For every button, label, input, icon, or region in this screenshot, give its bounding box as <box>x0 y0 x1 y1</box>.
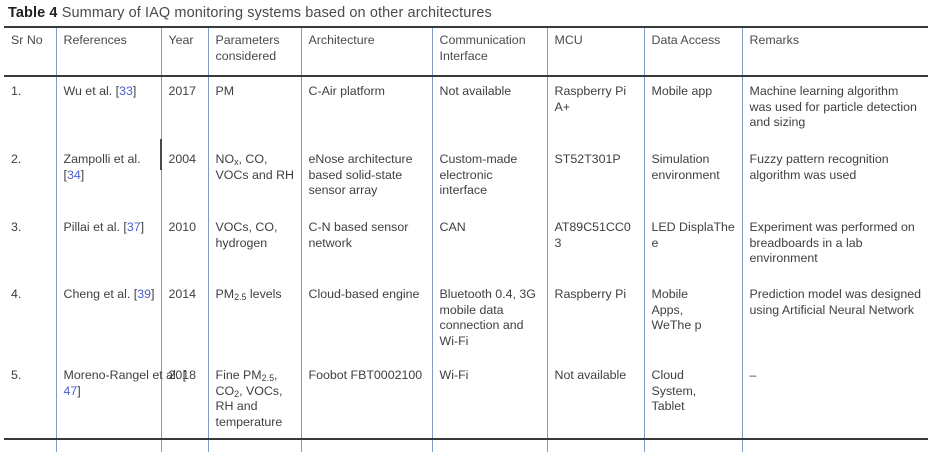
cell-references: Zampolli et al. [34] <box>55 145 161 213</box>
reference-bracket-close: ] <box>140 220 145 234</box>
reference-bracket-close: ] <box>80 167 85 182</box>
table-row: 2. Zampolli et al. [34] 2004 NOx, CO,VOC… <box>4 145 928 213</box>
cell-remarks: Machine learning algorithm was used for … <box>741 76 928 145</box>
cell-references: Wu et al. [33] <box>55 76 161 145</box>
cell-year: 2004 <box>160 145 208 213</box>
table-row: 4. Cheng et al. [39] 2014 PM2.5 levels C… <box>4 280 928 361</box>
table-row: 1. Wu et al. [33] 2017 PM C-Air platform… <box>4 76 928 145</box>
table-body: 1. Wu et al. [33] 2017 PM C-Air platform… <box>4 76 928 452</box>
cell-mcu: ST52T301P <box>546 145 644 213</box>
reference-bracket-close: ] <box>132 84 137 98</box>
table-caption-text: Summary of IAQ monitoring systems based … <box>61 5 492 21</box>
text-cursor-caret <box>160 139 162 170</box>
cell-year: 2018 <box>160 361 208 440</box>
cell-communication-interface: Not available <box>431 76 547 145</box>
cell-partial <box>741 439 928 452</box>
cell-references: Pillai et al. [37] <box>55 213 161 280</box>
cell-remarks: Prediction model was designed using Arti… <box>741 280 928 361</box>
cell-parameters: NOx, CO,VOCs and RH <box>207 145 301 213</box>
cell-parameters: VOCs, CO, hydrogen <box>207 213 301 280</box>
cell-architecture: eNose architecture based solid-state sen… <box>300 145 432 213</box>
table-row: 3. Pillai et al. [37] 2010 VOCs, CO, hyd… <box>4 213 928 280</box>
reference-author: Pillai et al. [ <box>63 220 127 234</box>
reference-bracket-close: ] <box>151 287 155 301</box>
cell-partial <box>643 439 742 452</box>
column-header-references: References <box>55 26 161 77</box>
cell-sr-no: 1. <box>11 84 22 98</box>
cell-sr-no: 2. <box>11 152 22 166</box>
table-header: Sr No References Year Parameters conside… <box>4 26 928 77</box>
reference-author: Wu et al. [ <box>63 84 120 98</box>
column-header-year: Year <box>160 26 208 77</box>
cell-parameters: PM2.5 levels <box>207 280 301 361</box>
cell-references: Moreno-Rangel et al. [47] <box>55 361 186 440</box>
column-header-sr-no: Sr No <box>4 26 56 77</box>
cell-sr-no: 4. <box>11 287 22 301</box>
cell-sr-no: 5. <box>4 361 56 440</box>
reference-author: Moreno-Rangel et al. [ <box>63 368 187 382</box>
reference-author: Zampolli et al. [ <box>63 152 141 182</box>
reference-number[interactable]: 39 <box>137 287 151 301</box>
iaq-summary-table: Sr No References Year Parameters conside… <box>4 26 928 452</box>
reference-bracket-close: ] <box>77 383 81 398</box>
column-header-communication-interface: Communication Interface <box>431 26 547 77</box>
cell-mcu: AT89C51CC03 <box>546 213 644 280</box>
cell-mcu: Raspberry Pi <box>546 280 644 361</box>
cell-communication-interface: Bluetooth 0.4, 3G mobile data connection… <box>431 280 547 361</box>
cell-partial <box>55 439 161 452</box>
table-caption: Table 4 Summary of IAQ monitoring system… <box>4 0 928 26</box>
cell-remarks: Fuzzy pattern recognition algorithm was … <box>741 145 928 213</box>
cell-references: Cheng et al. [39] <box>55 280 161 361</box>
cell-year: 2014 <box>160 280 208 361</box>
column-header-parameters-considered: Parameters considered <box>207 26 301 77</box>
column-header-remarks: Remarks <box>741 26 928 77</box>
column-header-architecture: Architecture <box>300 26 432 77</box>
reference-number[interactable]: 34 <box>66 167 81 182</box>
cell-data-access: Mobile app <box>643 76 742 145</box>
cell-partial <box>431 439 547 452</box>
cell-partial <box>4 439 56 452</box>
cell-mcu: Raspberry Pi A+ <box>546 76 644 145</box>
cell-partial <box>207 439 301 452</box>
reference-number[interactable]: 37 <box>126 220 141 234</box>
cell-remarks: Experiment was performed on breadboards … <box>741 213 928 280</box>
cell-year: 2010 <box>160 213 208 280</box>
table-row-partial-below <box>4 439 928 452</box>
table-header-row: Sr No References Year Parameters conside… <box>4 26 928 77</box>
column-header-mcu: MCU <box>546 26 644 77</box>
cell-partial <box>160 439 208 452</box>
cell-architecture: Foobot FBT0002100 <box>300 361 432 440</box>
reference-author: Cheng et al. [ <box>63 287 138 301</box>
cell-communication-interface: CAN <box>431 213 547 280</box>
cell-data-access: LED DisplaThe e <box>643 213 742 280</box>
cell-architecture: C-N based sensor network <box>300 213 432 280</box>
cell-year: 2017 <box>160 76 208 145</box>
reference-number[interactable]: 47 <box>63 383 78 398</box>
column-header-data-access: Data Access <box>643 26 742 77</box>
cell-architecture: Cloud-based engine <box>300 280 432 361</box>
table-page: Table 4 Summary of IAQ monitoring system… <box>4 0 928 452</box>
cell-parameters: PM <box>207 76 301 145</box>
cell-partial <box>300 439 432 452</box>
cell-communication-interface: Custom-made electronic interface <box>431 145 547 213</box>
cell-partial <box>546 439 644 452</box>
table-caption-label: Table 4 <box>8 5 58 21</box>
cell-data-access: Simulation environment <box>643 145 742 213</box>
cell-remarks: – <box>741 361 928 440</box>
cell-sr-no: 3. <box>11 220 22 234</box>
table-row: 5. Moreno-Rangel et al. [47] 2018 Fine P… <box>4 361 928 440</box>
cell-mcu: Not available <box>546 361 644 440</box>
reference-number[interactable]: 33 <box>119 84 133 98</box>
cell-communication-interface: Wi-Fi <box>431 361 547 440</box>
cell-architecture: C-Air platform <box>300 76 432 145</box>
